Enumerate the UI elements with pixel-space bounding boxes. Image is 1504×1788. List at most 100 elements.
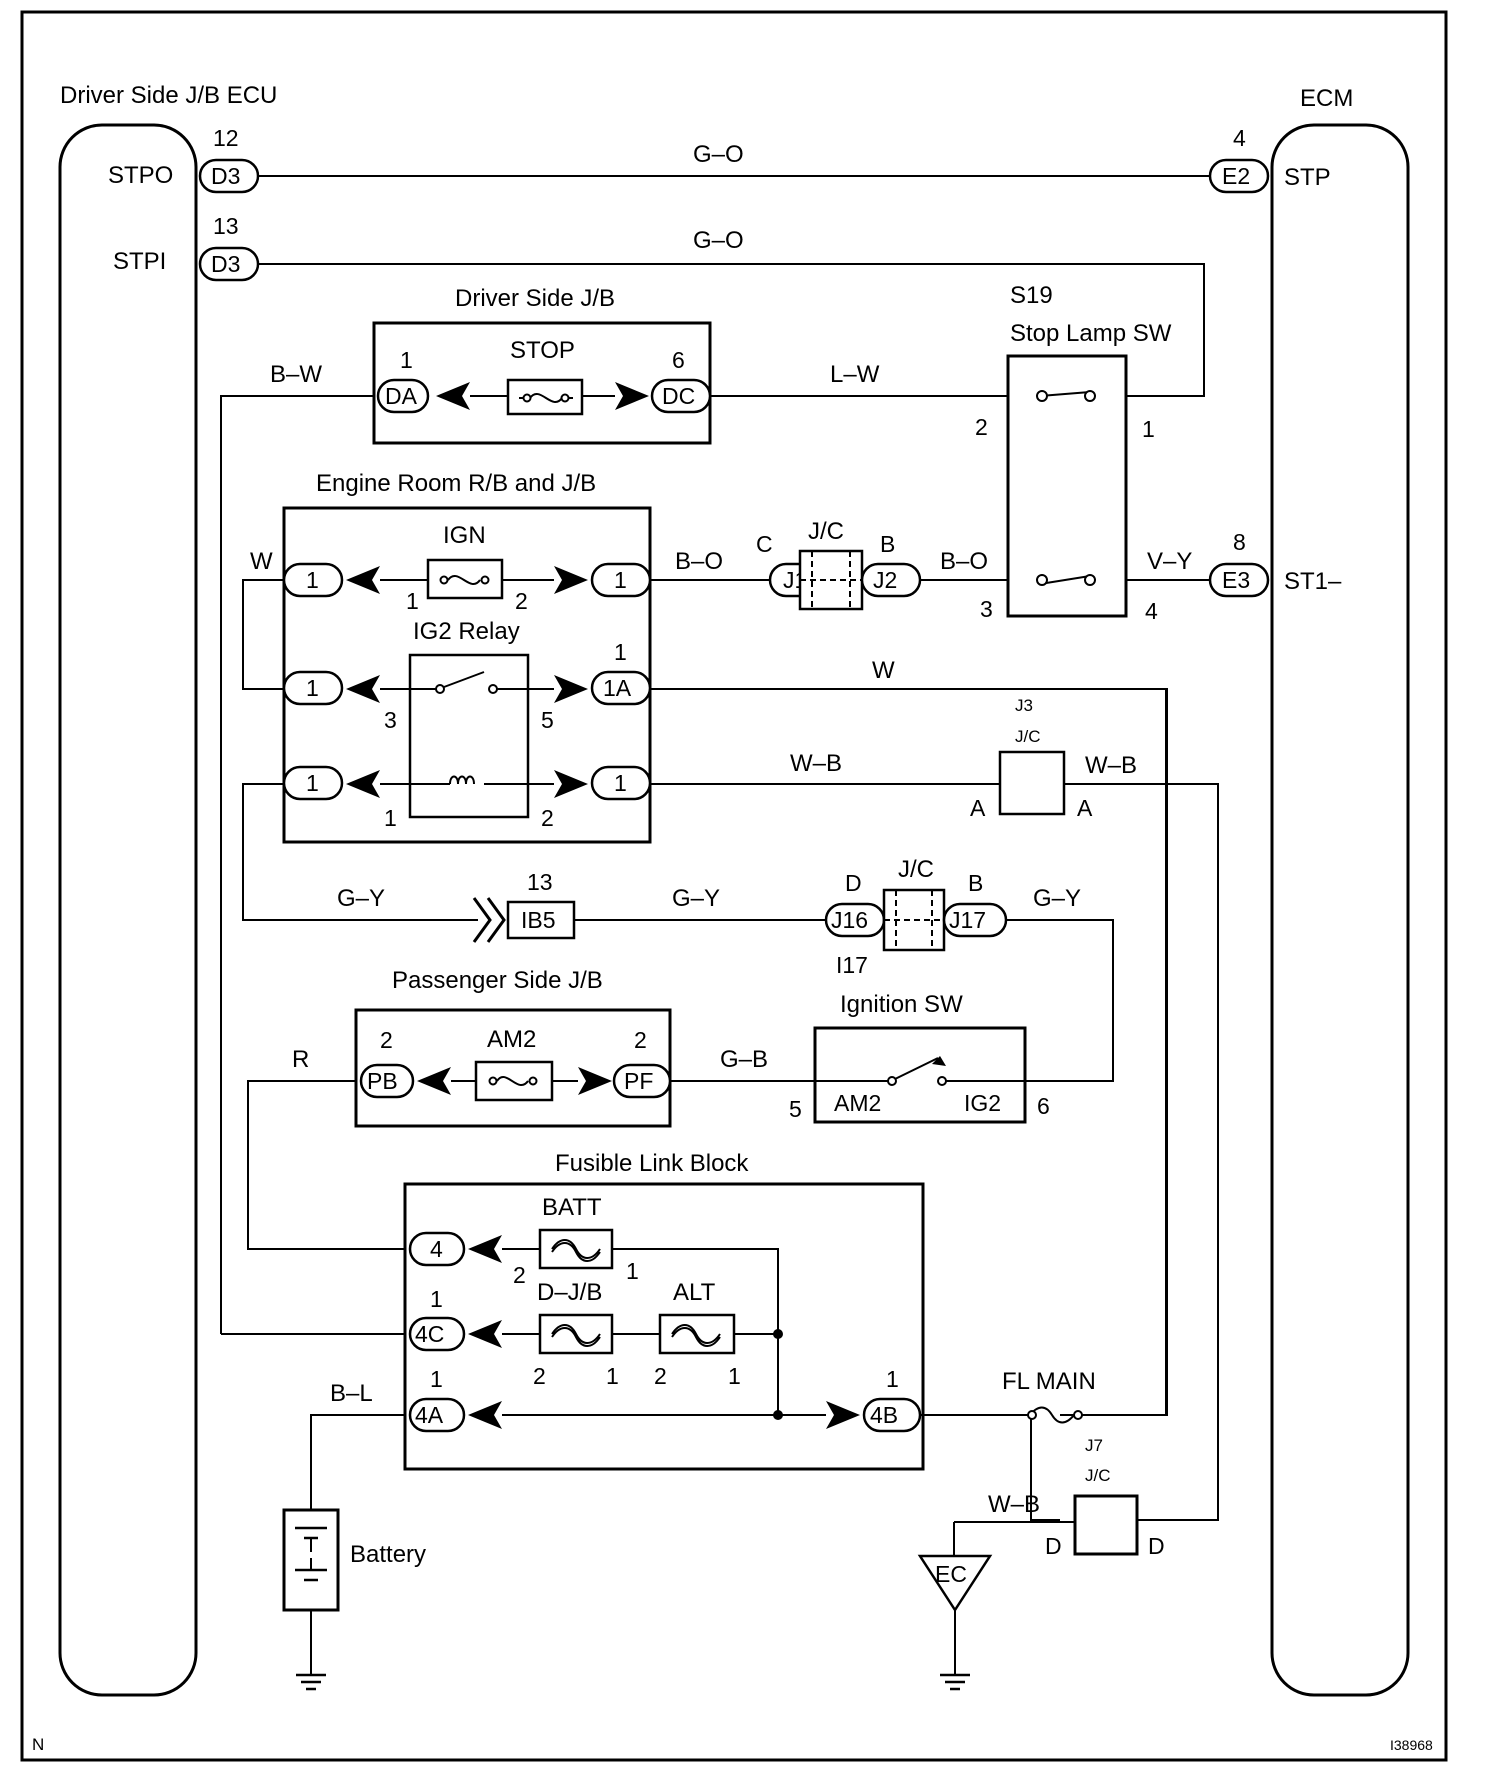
connector-code: 4: [430, 1236, 443, 1262]
wire-labels: G–O G–O B–W L–W W B–O B–O V–Y W W–B W–B …: [250, 141, 1192, 1518]
connector-code: DC: [662, 383, 695, 409]
djb-fuse-label: D–J/B: [537, 1279, 602, 1306]
junction-connector-j7: J7 J/C D D: [1045, 1436, 1165, 1559]
pin-number: 1: [400, 347, 413, 373]
pin-number: 2: [654, 1363, 667, 1389]
wire-label: W–B: [790, 750, 842, 777]
figure-id: I38968: [1390, 1737, 1433, 1753]
wire-label: R: [292, 1046, 309, 1073]
jc-code: J3: [1015, 696, 1033, 715]
wire-label: B–L: [330, 1380, 373, 1407]
connector-code: 4C: [415, 1321, 444, 1347]
pin-number: 13: [527, 869, 553, 895]
connector-e2: 4 E2: [1208, 125, 1270, 194]
ground-ec: EC: [917, 1554, 993, 1691]
connector-code: 4B: [870, 1402, 898, 1428]
pin-number: 1: [406, 588, 419, 614]
pin-number: 5: [789, 1096, 802, 1122]
connector-code: D3: [211, 163, 240, 189]
jc-code: J7: [1085, 1436, 1103, 1455]
stpo-label: STPO: [108, 162, 173, 189]
connector-code: J2: [873, 567, 897, 593]
connector-code: E3: [1222, 567, 1250, 593]
wire-label: B–O: [940, 548, 988, 575]
pin-number: 6: [1037, 1093, 1050, 1119]
stop-lamp-code: S19: [1010, 282, 1053, 309]
connector-code: 1A: [603, 675, 632, 701]
pin-number: 1: [430, 1286, 443, 1312]
wire-label: G–Y: [1033, 885, 1081, 912]
pin-number: 12: [213, 125, 239, 151]
connector-code: 1: [614, 567, 627, 593]
pin-number: 1: [886, 1366, 899, 1392]
jc-title: J/C: [1085, 1466, 1111, 1485]
wire-label: W: [250, 548, 273, 575]
wire-label: V–Y: [1147, 548, 1192, 575]
ecm: ECM STP ST1–: [1270, 85, 1410, 1697]
ground-ec-label: EC: [935, 1561, 967, 1587]
stop-fuse-label: STOP: [510, 337, 575, 364]
wire-label: W–B: [1085, 752, 1137, 779]
jc-title: J/C: [1015, 727, 1041, 746]
connector-d3-stpo: 12 D3: [198, 125, 260, 194]
connector-code: 1: [306, 770, 319, 796]
connector-code: 1: [614, 770, 627, 796]
connector-code: PB: [367, 1068, 398, 1094]
pin-number: C: [756, 531, 773, 557]
batt-fuse-label: BATT: [542, 1194, 602, 1221]
pin-number: 2: [380, 1027, 393, 1053]
pin-number: 5: [541, 707, 554, 733]
fusible-link-block: Fusible Link Block 4 1 4C 1 4A 1 4B BATT…: [403, 1150, 925, 1471]
st1-label: ST1–: [1284, 568, 1342, 595]
am2-fuse-label: AM2: [487, 1026, 536, 1053]
driver-side-jb: Driver Side J/B 1 DA STOP 6 DC: [372, 285, 712, 445]
fl-main-fusible-link: FL MAIN: [920, 689, 1167, 1424]
connector-code: PF: [624, 1068, 653, 1094]
pin-number: 13: [213, 213, 239, 239]
fusible-link-title: Fusible Link Block: [555, 1150, 749, 1177]
stop-lamp-title: Stop Lamp SW: [1010, 320, 1172, 347]
connector-d3-stpi: 13 D3: [198, 213, 260, 282]
pin-number: A: [1077, 795, 1093, 821]
driver-side-jb-ecu: Driver Side J/B ECU STPO STPI: [58, 82, 277, 1697]
connector-code: J17: [949, 907, 986, 933]
frame: [20, 10, 1448, 1762]
pin-number: D: [1045, 1533, 1062, 1559]
pin-number: 2: [634, 1027, 647, 1053]
ignition-sw-title: Ignition SW: [840, 991, 963, 1018]
ignition-sw-code: I17: [836, 952, 868, 978]
corner-mark-left: N: [32, 1735, 44, 1754]
pin-number: 8: [1233, 529, 1246, 555]
wire-label: B–W: [270, 361, 322, 388]
pin-number: 1: [384, 805, 397, 831]
connector-code: J16: [831, 907, 868, 933]
connector-code: 4A: [415, 1402, 444, 1428]
passenger-side-jb: Passenger Side J/B 2 PB AM2 2 PF: [354, 967, 672, 1128]
junction-connector-j3: J3 J/C A A: [970, 696, 1093, 821]
pin-number: D: [1148, 1533, 1165, 1559]
wire-label: B–O: [675, 548, 723, 575]
pin-number: D: [845, 870, 862, 896]
ignition-switch: Ignition SW AM2 IG2 5 6: [789, 991, 1050, 1124]
wire-label: G–Y: [672, 885, 720, 912]
pin-number: 4: [1233, 125, 1246, 151]
pin-number: 4: [1145, 598, 1158, 624]
pin-number: B: [880, 531, 895, 557]
pin-number: 1: [1142, 416, 1155, 442]
engine-room-title: Engine Room R/B and J/B: [316, 470, 596, 497]
passenger-jb-title: Passenger Side J/B: [392, 967, 603, 994]
junction-connector-j16-j17: D J16 J/C B J17 I17: [824, 856, 1008, 978]
pin-number: 1: [626, 1258, 639, 1284]
connector-code: DA: [385, 383, 418, 409]
connector-code: E2: [1222, 163, 1250, 189]
battery-label: Battery: [350, 1541, 426, 1568]
battery: Battery: [282, 1508, 426, 1691]
pin-number: 3: [384, 707, 397, 733]
pin-number: 2: [513, 1262, 526, 1288]
alt-fuse-label: ALT: [673, 1279, 716, 1306]
connector-ib5: 13 IB5: [472, 869, 576, 943]
wire-label: G–O: [693, 227, 744, 254]
jc-title: J/C: [898, 856, 934, 883]
stp-label: STP: [1284, 164, 1331, 191]
ecu-left-title: Driver Side J/B ECU: [60, 82, 277, 109]
